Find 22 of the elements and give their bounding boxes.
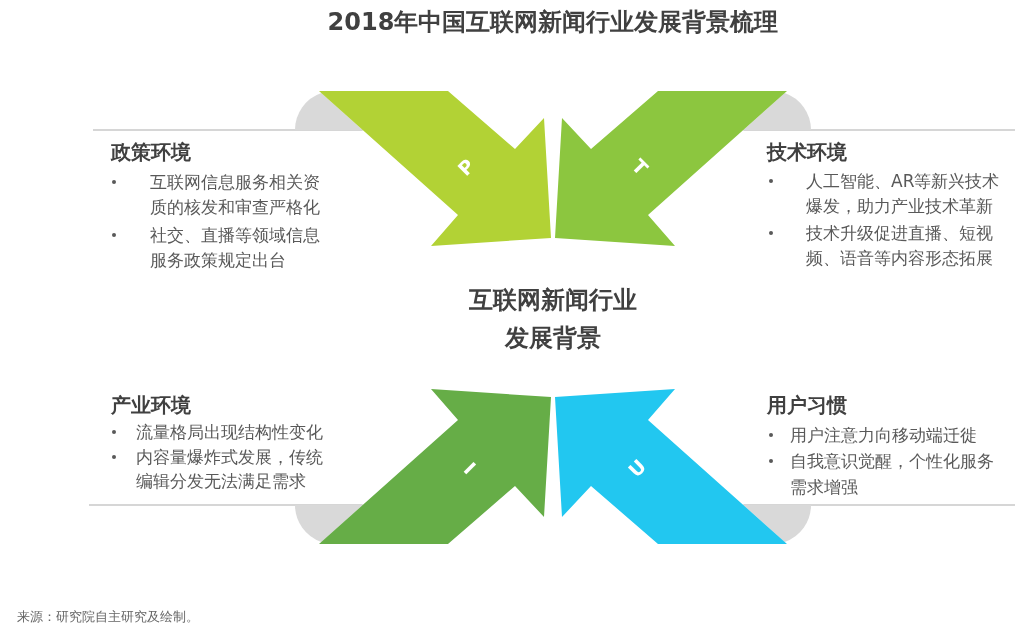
bullet-text: 社交、直播等领域信息服务政策规定出台 — [150, 223, 321, 272]
bullet-text: 技术升级促进直播、短视频、语音等内容形态拓展 — [806, 221, 994, 270]
section-heading: 政策环境 — [111, 139, 191, 165]
arrow-shape — [555, 389, 787, 544]
center-title: 互联网新闻行业发展背景 — [468, 285, 638, 354]
source-note: 来源：研究院自主研究及绘制。 — [17, 609, 199, 625]
section-heading: 用户习惯 — [767, 392, 847, 418]
section-heading: 产业环境 — [111, 392, 191, 418]
diagram-title: 2018年中国互联网新闻行业发展背景梳理 — [327, 7, 779, 37]
bullet-text: 人工智能、AR等新兴技术爆发，助力产业技术革新 — [806, 169, 1001, 218]
arrow-letter: T — [628, 155, 652, 179]
arrow-letter: I — [460, 458, 480, 478]
bullet-text: 内容量爆炸式发展，传统编辑分发无法满足需求 — [136, 445, 324, 493]
bullet-text: 用户注意力向移动端迁徙 — [790, 424, 978, 447]
arrow-shape — [319, 91, 551, 246]
bullet-text: 互联网信息服务相关资质的核发和审查严格化 — [150, 170, 321, 219]
arrow-letter: U — [624, 455, 650, 481]
section-heading: 技术环境 — [767, 139, 847, 165]
arrow-letter: P — [454, 155, 478, 179]
bullet-text: 自我意识觉醒，个性化服务需求增强 — [790, 450, 995, 499]
bullet-text: 流量格局出现结构性变化 — [136, 420, 324, 444]
arrow-shape — [555, 91, 787, 246]
